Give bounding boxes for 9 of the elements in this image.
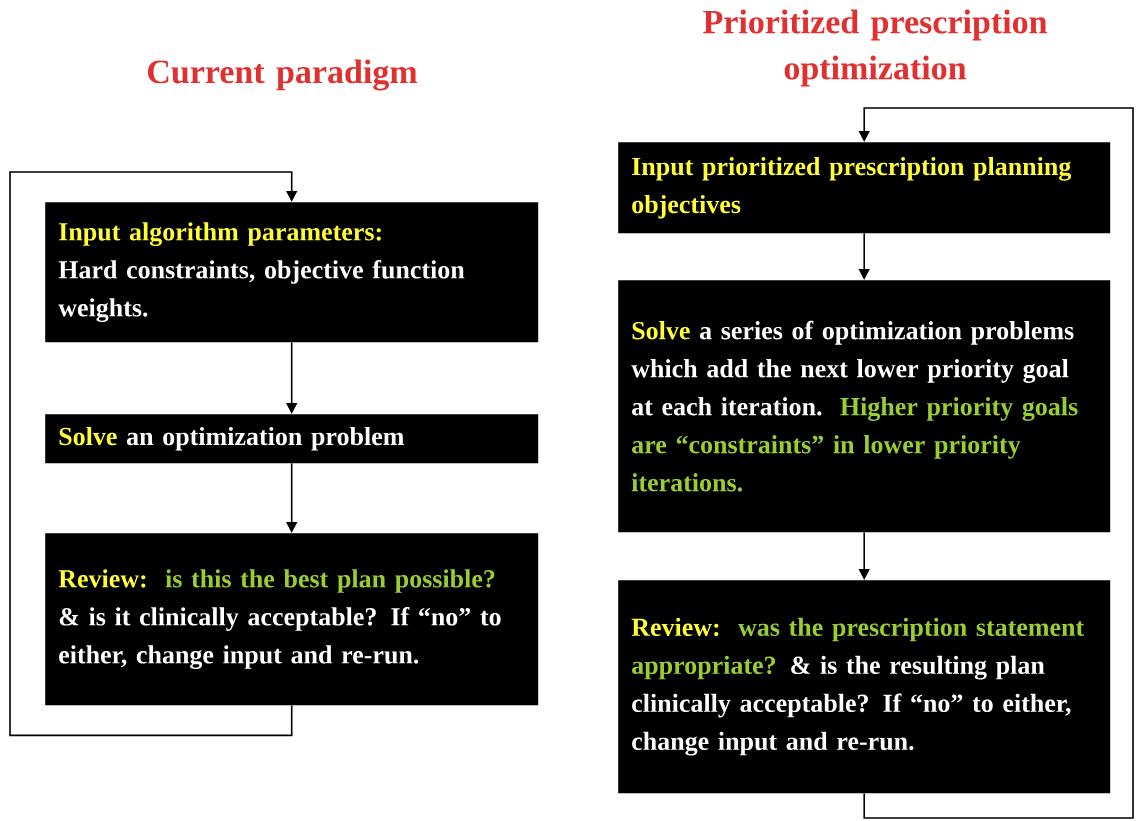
column-title: Current paradigm [148, 59, 418, 91]
arrow [9, 171, 298, 737]
process-box: Input algorithm parameters: Hard constraints, objective function weights. [45, 202, 539, 343]
column-title: Prioritized prescription optimization [703, 9, 1048, 87]
process-box: Review: was the prescription statement appropriate? & is the resulting plan clinically acceptable? If “no” to either, change input and re-run. [618, 580, 1111, 794]
process-box: Review: is this the best plan possible? & is it clinically acceptable? If “no” to either, change input and re-run. [45, 533, 539, 706]
process-box: Solve a series of optimization problems which add the next lower priority goal at each iteration. Higher priority goals are “constraints” in lower priority iterations. [618, 280, 1111, 533]
process-box: Input prioritized prescription planning objectives [618, 142, 1111, 234]
process-box: Solve an optimization problem [45, 414, 539, 464]
